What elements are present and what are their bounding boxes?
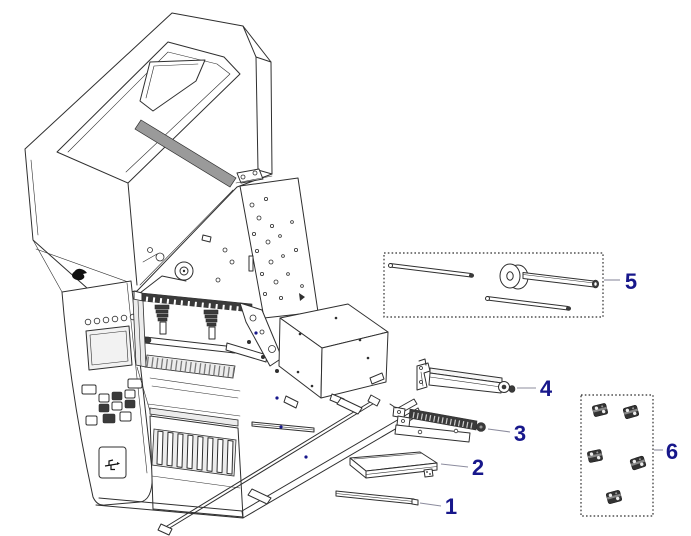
- cover-handle-recess: [139, 59, 206, 112]
- corner-bracket: [247, 488, 272, 505]
- fastener-marks: [254, 331, 308, 459]
- toggle-spring: [154, 304, 170, 335]
- corner-bracket: [336, 397, 363, 415]
- keypad-buttons: [81, 378, 143, 426]
- spindle-rod: [485, 296, 571, 311]
- clip: [629, 455, 647, 471]
- callout-5: 5: [625, 269, 637, 294]
- clip: [622, 404, 640, 420]
- usb-port-door: [98, 446, 127, 479]
- front-grille: [147, 403, 244, 518]
- leader-line-3: [487, 428, 511, 433]
- clip: [586, 448, 604, 464]
- callout-3: 3: [514, 421, 526, 446]
- part-5-spindle-kit: 5: [383, 252, 637, 318]
- callout-4: 4: [540, 376, 553, 401]
- leader-line-2: [440, 463, 469, 468]
- chassis-plate: [235, 168, 319, 319]
- control-panel: [32, 239, 153, 506]
- guide-rod: [157, 394, 381, 536]
- kit-box-5: [383, 252, 604, 318]
- printhead-mechanism: [132, 234, 303, 419]
- part-3-printhead: 3: [389, 403, 526, 446]
- media-exit-slot: [149, 407, 239, 427]
- part-1-strip: 1: [335, 490, 457, 519]
- zebra-head-logo-icon: [72, 268, 87, 281]
- media-supply-spindle: [499, 263, 599, 290]
- part-4-platen-roller: 4: [416, 358, 553, 401]
- spindle-rod: [388, 263, 474, 278]
- callout-6: 6: [666, 439, 678, 464]
- clip: [605, 489, 623, 505]
- printer-illustration: [24, 12, 422, 536]
- kit-box-6: [580, 394, 654, 517]
- electronics-cover: [278, 303, 389, 409]
- clip: [591, 402, 609, 418]
- base-plate: [95, 394, 422, 536]
- callout-1: 1: [445, 494, 457, 519]
- toggle-spring: [203, 309, 219, 340]
- usb-icon: [104, 459, 120, 471]
- callout-2: 2: [472, 455, 484, 480]
- part-2-cover-plate: 2: [349, 451, 484, 480]
- display-screen: [85, 325, 133, 371]
- leader-line-1: [419, 502, 442, 507]
- media-window-channel: [134, 119, 237, 188]
- media-cover-open: [24, 12, 273, 297]
- part-6-clip-kit: 6: [580, 394, 678, 517]
